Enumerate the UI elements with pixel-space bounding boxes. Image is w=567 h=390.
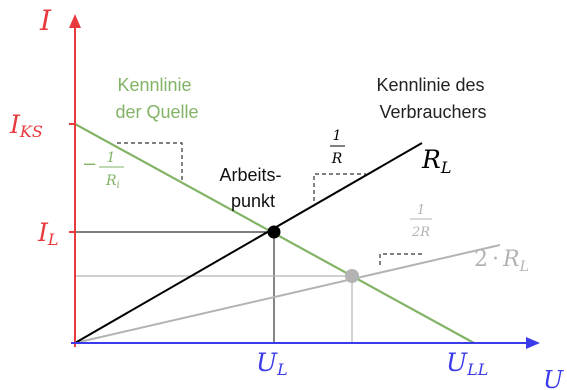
svg-text:1: 1	[417, 203, 425, 218]
svg-text:1: 1	[333, 128, 342, 144]
operating-point-label: Arbeits- punkt	[219, 165, 286, 211]
load-voltage-label: UL	[256, 348, 288, 379]
svg-text:Ri: Ri	[105, 173, 120, 191]
load-resistance-symbol: RL	[421, 145, 451, 177]
load-line	[74, 142, 423, 344]
svg-text:2R: 2R	[411, 225, 430, 240]
current-axis-arrowhead	[69, 14, 81, 28]
open-circuit-voltage-label: ULL	[446, 348, 488, 379]
voltage-axis-label: U	[543, 366, 564, 390]
source-slope-triangle	[117, 142, 183, 182]
svg-text:1: 1	[107, 150, 116, 166]
svg-text:R: R	[331, 151, 343, 167]
double-load-slope-triangle	[379, 253, 425, 265]
double-load-resistance-symbol: 2·RL	[474, 247, 529, 275]
double-load-slope-fraction: 1 2R	[410, 203, 432, 240]
load-slope-triangle	[313, 173, 366, 201]
voltage-axis-arrowhead	[526, 337, 540, 349]
source-slope-fraction: − 1 Ri	[82, 150, 124, 191]
load-current-label: IL	[37, 218, 59, 249]
double-load-line	[74, 244, 501, 344]
svg-text:−: −	[82, 154, 97, 175]
secondary-operating-point	[345, 269, 359, 283]
load-slope-fraction: 1 R	[330, 128, 345, 167]
operating-point	[267, 225, 281, 239]
current-axis-label: I	[39, 4, 52, 37]
source-characteristic-label: Kennlinie der Quelle	[115, 75, 198, 122]
short-circuit-current-label: IKS	[9, 110, 43, 141]
load-characteristic-label: Kennlinie des Verbrauchers	[376, 75, 489, 122]
